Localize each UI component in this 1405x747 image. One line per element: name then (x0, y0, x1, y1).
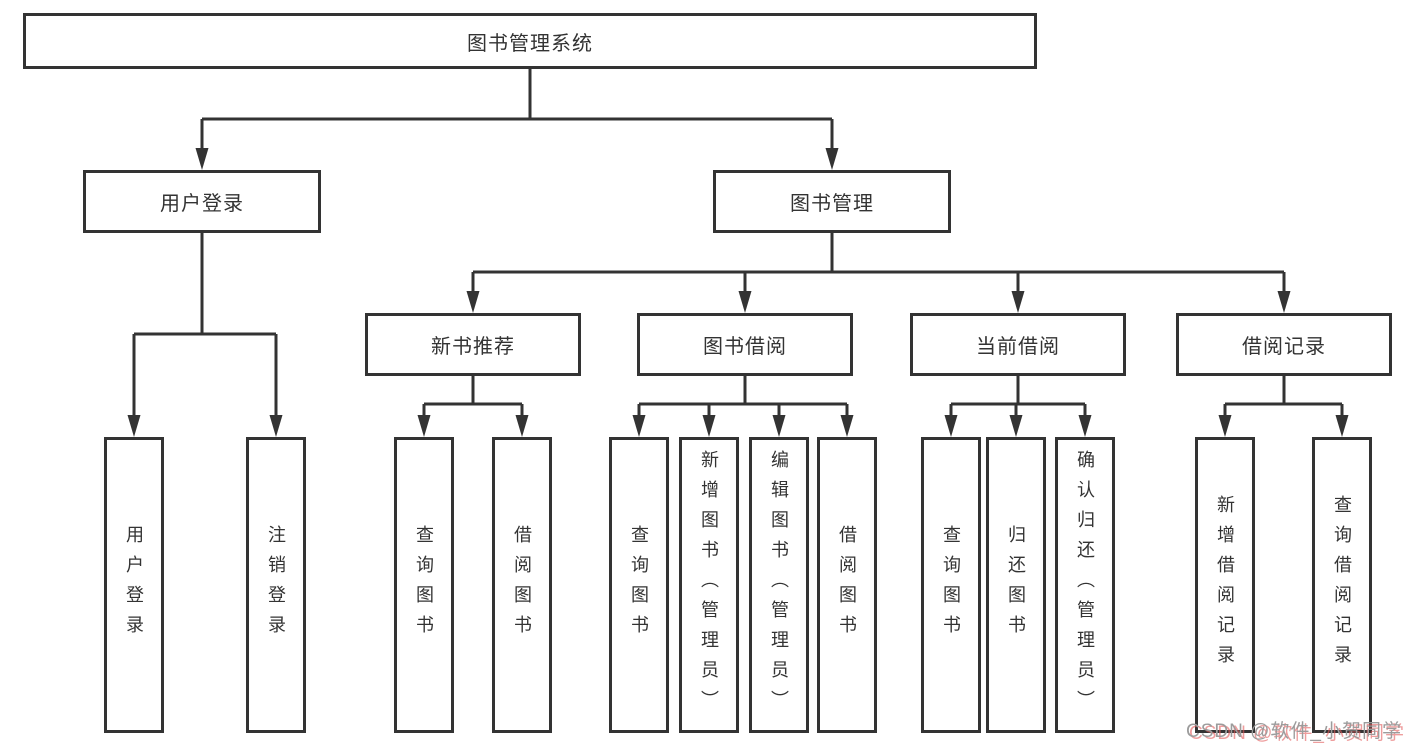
node-user-login: 用户登录 (83, 170, 321, 233)
leaf-add-borrow-record: 新增借阅记录 (1195, 437, 1255, 733)
arrowhead (944, 415, 958, 437)
node-book-management-label: 图书管理 (790, 193, 874, 215)
node-current-borrow: 当前借阅 (910, 313, 1126, 376)
arrowhead (702, 415, 716, 437)
node-current-borrow-label: 当前借阅 (976, 336, 1060, 358)
node-book-borrow: 图书借阅 (637, 313, 853, 376)
arrowhead (772, 415, 786, 437)
arrowhead (738, 291, 752, 313)
leaf-query-books-recommend: 查询图书 (394, 437, 454, 733)
node-root-label: 图书管理系统 (467, 32, 593, 55)
leaf-return-books: 归还图书 (986, 437, 1046, 733)
leaf-user-login: 用户登录 (104, 437, 164, 733)
leaf-add-borrow-record-label: 新增借阅记录 (1215, 495, 1235, 675)
arrowhead (127, 415, 141, 437)
leaf-borrow-books-recommend: 借阅图书 (492, 437, 552, 733)
arrowhead (1011, 291, 1025, 313)
arrowhead (1335, 415, 1349, 437)
arrowhead (515, 415, 529, 437)
leaf-query-borrow-record: 查询借阅记录 (1312, 437, 1372, 733)
leaf-return-books-label: 归还图书 (1006, 525, 1026, 645)
leaf-logout: 注销登录 (246, 437, 306, 733)
arrowhead (269, 415, 283, 437)
node-new-book-recommend: 新书推荐 (365, 313, 581, 376)
connector-root-to-level2 (195, 69, 839, 170)
arrowhead (1078, 415, 1092, 437)
arrowhead (840, 415, 854, 437)
connector-new-books-to-leaves (417, 376, 529, 437)
arrowhead (466, 291, 480, 313)
leaf-user-login-label: 用户登录 (124, 525, 144, 645)
arrowhead (1009, 415, 1023, 437)
leaf-query-books-current-label: 查询图书 (941, 525, 961, 645)
connector-borrow-records-to-leaves (1218, 376, 1349, 437)
leaf-logout-label: 注销登录 (266, 525, 286, 645)
node-root: 图书管理系统 (23, 13, 1037, 69)
arrowhead (825, 148, 839, 170)
node-new-book-recommend-label: 新书推荐 (431, 336, 515, 358)
node-borrow-records: 借阅记录 (1176, 313, 1392, 376)
leaf-borrow-books-label: 借阅图书 (837, 525, 857, 645)
connector-book-mgmt-to-level3 (466, 233, 1291, 313)
leaf-add-books-admin-label: 新增图书（管理员） (699, 450, 719, 720)
connector-current-borrow-to-leaves (944, 376, 1092, 437)
leaf-query-books-borrow: 查询图书 (609, 437, 669, 733)
leaf-query-books-borrow-label: 查询图书 (629, 525, 649, 645)
connector-book-borrow-to-leaves (632, 376, 854, 437)
leaf-query-books-current: 查询图书 (921, 437, 981, 733)
leaf-borrow-books-recommend-label: 借阅图书 (512, 525, 532, 645)
leaf-query-borrow-record-label: 查询借阅记录 (1332, 495, 1352, 675)
csdn-watermark: CSDN @软件_小贺同学 (1186, 721, 1402, 742)
node-user-login-label: 用户登录 (160, 193, 244, 215)
leaf-query-books-recommend-label: 查询图书 (414, 525, 434, 645)
arrowhead (1218, 415, 1232, 437)
arrowhead (417, 415, 431, 437)
leaf-edit-books-admin: 编辑图书（管理员） (749, 437, 809, 733)
connector-user-login-to-leaves (127, 233, 283, 437)
leaf-edit-books-admin-label: 编辑图书（管理员） (769, 450, 789, 720)
leaf-add-books-admin: 新增图书（管理员） (679, 437, 739, 733)
leaf-borrow-books: 借阅图书 (817, 437, 877, 733)
arrowhead (632, 415, 646, 437)
node-book-borrow-label: 图书借阅 (703, 336, 787, 358)
leaf-confirm-return-admin-label: 确认归还（管理员） (1075, 450, 1095, 720)
node-book-management: 图书管理 (713, 170, 951, 233)
node-borrow-records-label: 借阅记录 (1242, 336, 1326, 358)
leaf-confirm-return-admin: 确认归还（管理员） (1055, 437, 1115, 733)
arrowhead (195, 148, 209, 170)
arrowhead (1277, 291, 1291, 313)
